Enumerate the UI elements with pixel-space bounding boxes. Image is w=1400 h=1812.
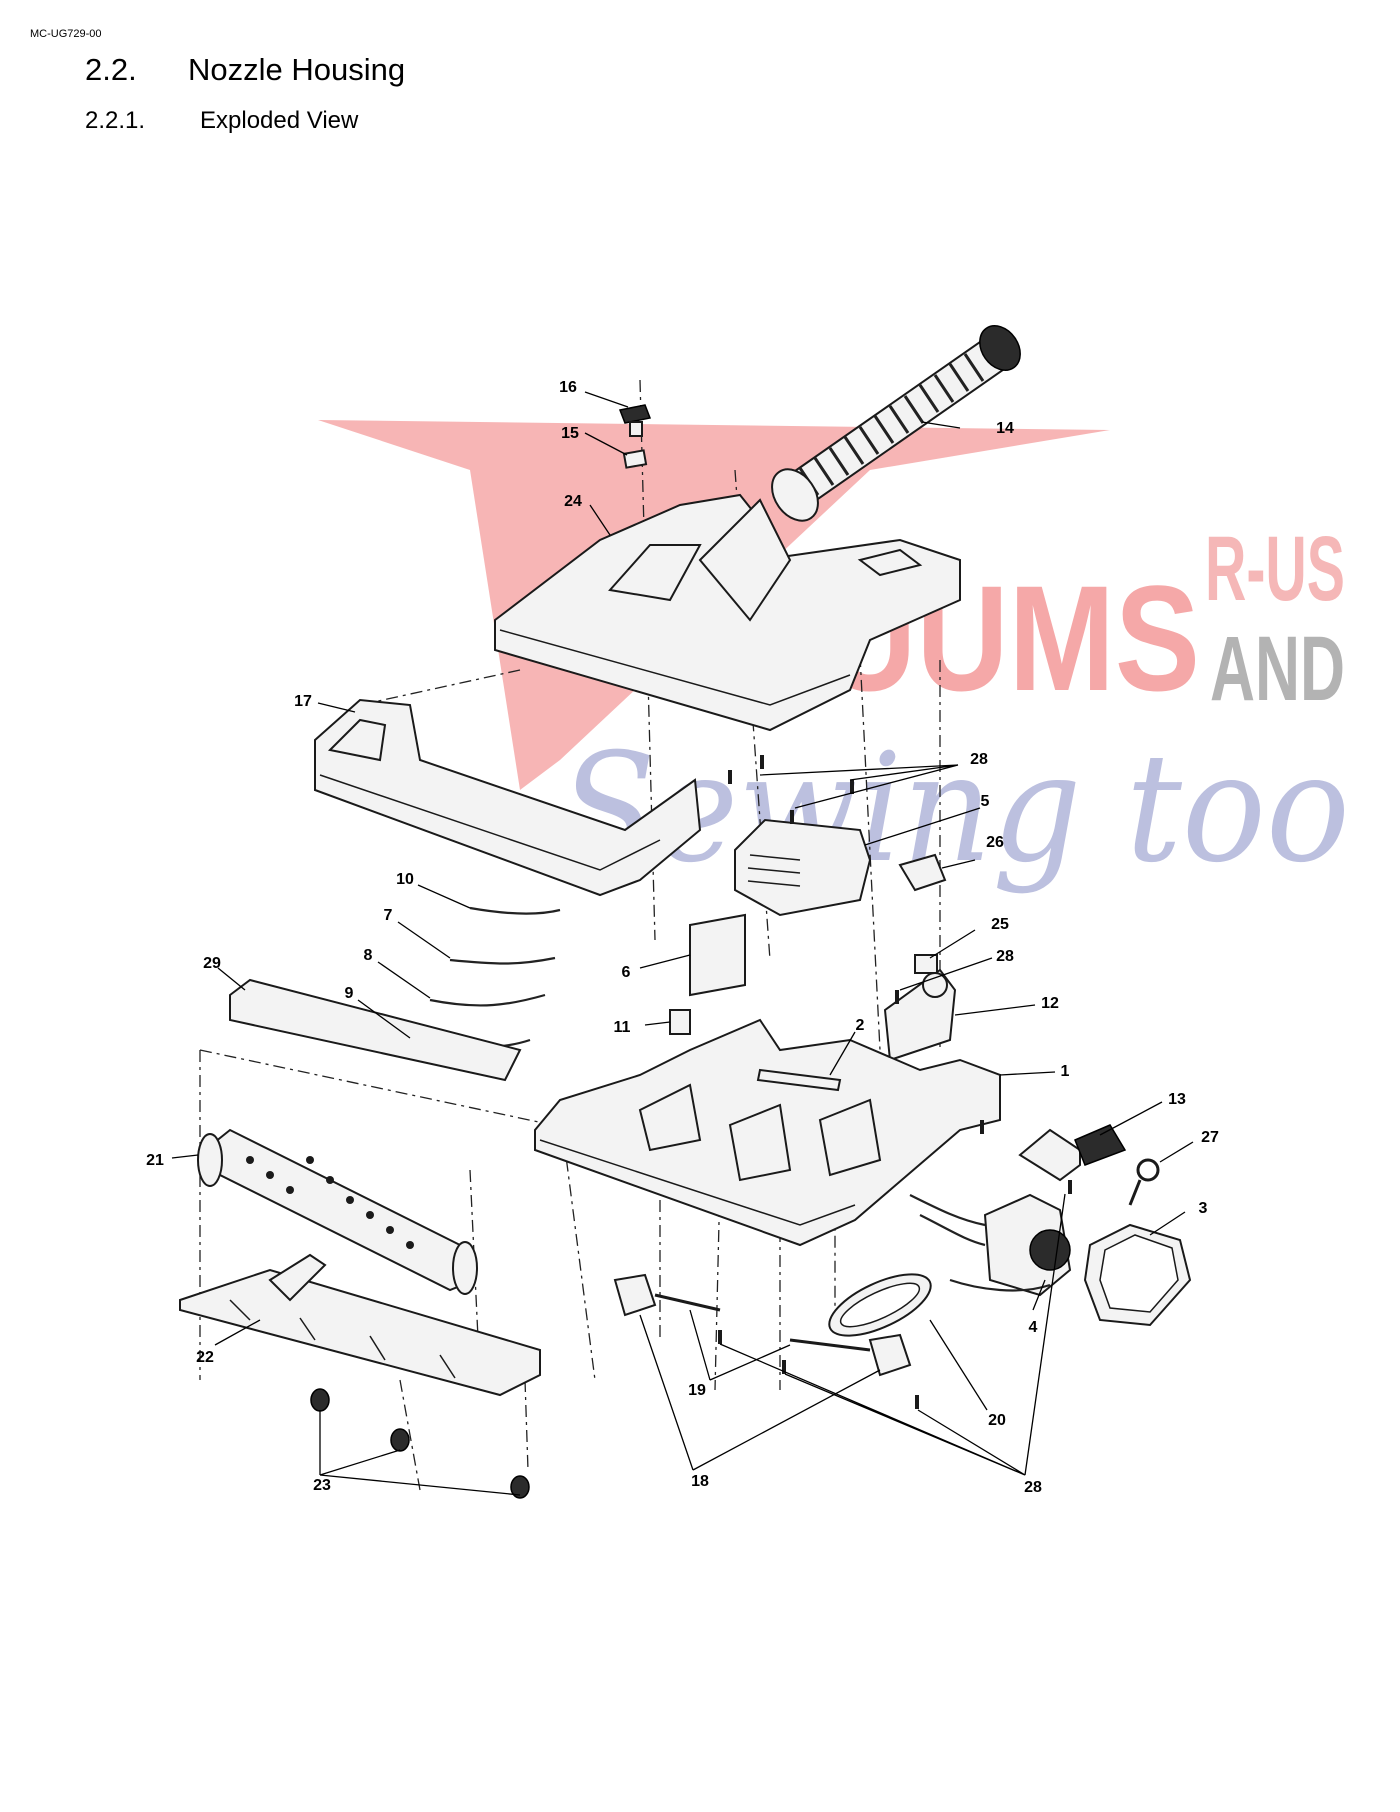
brush-roll-part-21: [197, 1128, 478, 1295]
callout-13: 13: [1168, 1091, 1186, 1108]
callout-19: 19: [688, 1382, 706, 1399]
callout-27: 27: [1201, 1129, 1219, 1146]
section-heading: 2.2. Nozzle Housing: [85, 52, 405, 88]
callout-26: 26: [986, 834, 1004, 851]
pcb-part-6: [689, 913, 746, 997]
screws-part-28: [718, 755, 1072, 1409]
callout-28-top: 28: [970, 751, 988, 768]
wires-10-7-8-9: [409, 906, 561, 1049]
callout-28-bottom: 28: [1024, 1479, 1042, 1496]
callout-24: 24: [564, 493, 582, 510]
callout-14: 14: [996, 420, 1014, 437]
callout-9: 9: [345, 985, 354, 1002]
switch-part-11: [669, 1009, 691, 1035]
watermark-line2: R-US: [1205, 518, 1345, 620]
spring-part-27: [1128, 1158, 1160, 1206]
pedal-part-13: [1018, 1124, 1127, 1182]
callout-16: 16: [559, 379, 577, 396]
callout-17: 17: [294, 693, 312, 710]
callout-21: 21: [146, 1152, 164, 1169]
callout-4: 4: [1029, 1319, 1038, 1336]
callout-28-right: 28: [996, 948, 1014, 965]
bottom-plate-part-22: [179, 1253, 541, 1397]
callout-18: 18: [691, 1473, 709, 1490]
leader-lines: [171, 391, 1194, 1496]
callout-11: 11: [614, 1019, 631, 1036]
subsection-title: Exploded View: [200, 107, 359, 134]
callout-25: 25: [991, 916, 1009, 933]
callout-3: 3: [1199, 1200, 1208, 1217]
cap-part-16: [618, 404, 652, 437]
callout-23: 23: [313, 1477, 331, 1494]
callout-20: 20: [988, 1412, 1006, 1429]
bracket-part-12: [883, 968, 957, 1062]
hose-part-14: [771, 325, 1021, 522]
section-number: 2.2.: [85, 52, 137, 87]
watermark-line3: AND: [1210, 618, 1345, 720]
callout-5: 5: [981, 793, 990, 810]
callout-10: 10: [396, 871, 414, 888]
rollers-part-18: [613, 1273, 912, 1377]
belt-part-20: [828, 1273, 932, 1337]
wheels-part-23: [310, 1388, 530, 1499]
callout-12: 12: [1041, 995, 1059, 1012]
base-housing-part-1: [534, 1018, 1001, 1247]
cover-strip-part-29: [229, 978, 522, 1082]
motor-part-4: [909, 1193, 1072, 1297]
callout-6: 6: [622, 964, 631, 981]
subsection-number: 2.2.1.: [85, 107, 146, 134]
callout-7: 7: [384, 907, 393, 924]
section-title: Nozzle Housing: [188, 52, 406, 87]
callout-1: 1: [1061, 1063, 1070, 1080]
shaft-part-2: [756, 1068, 842, 1092]
callout-29: 29: [203, 955, 221, 972]
callout-22: 22: [196, 1349, 214, 1366]
band-part-3: [1083, 1223, 1192, 1327]
clip-part-15: [622, 449, 648, 469]
front-bumper-part-17: [314, 698, 702, 897]
switch-part-25: [914, 954, 938, 974]
callout-labels: 16 15 14 24 17 28 5 26 25 28 10 7 8 9 6 …: [146, 379, 1219, 1496]
callout-2: 2: [856, 1017, 865, 1034]
pedal-part-26: [898, 853, 947, 892]
subsection-heading: 2.2.1. Exploded View: [85, 107, 358, 135]
callout-8: 8: [364, 947, 373, 964]
upper-cover-part-24: [494, 493, 961, 732]
callout-15: 15: [561, 425, 579, 442]
document-code: MC-UG729-00: [30, 28, 102, 40]
axles-part-19: [654, 1293, 871, 1352]
motor-cover-part-5: [734, 818, 872, 917]
